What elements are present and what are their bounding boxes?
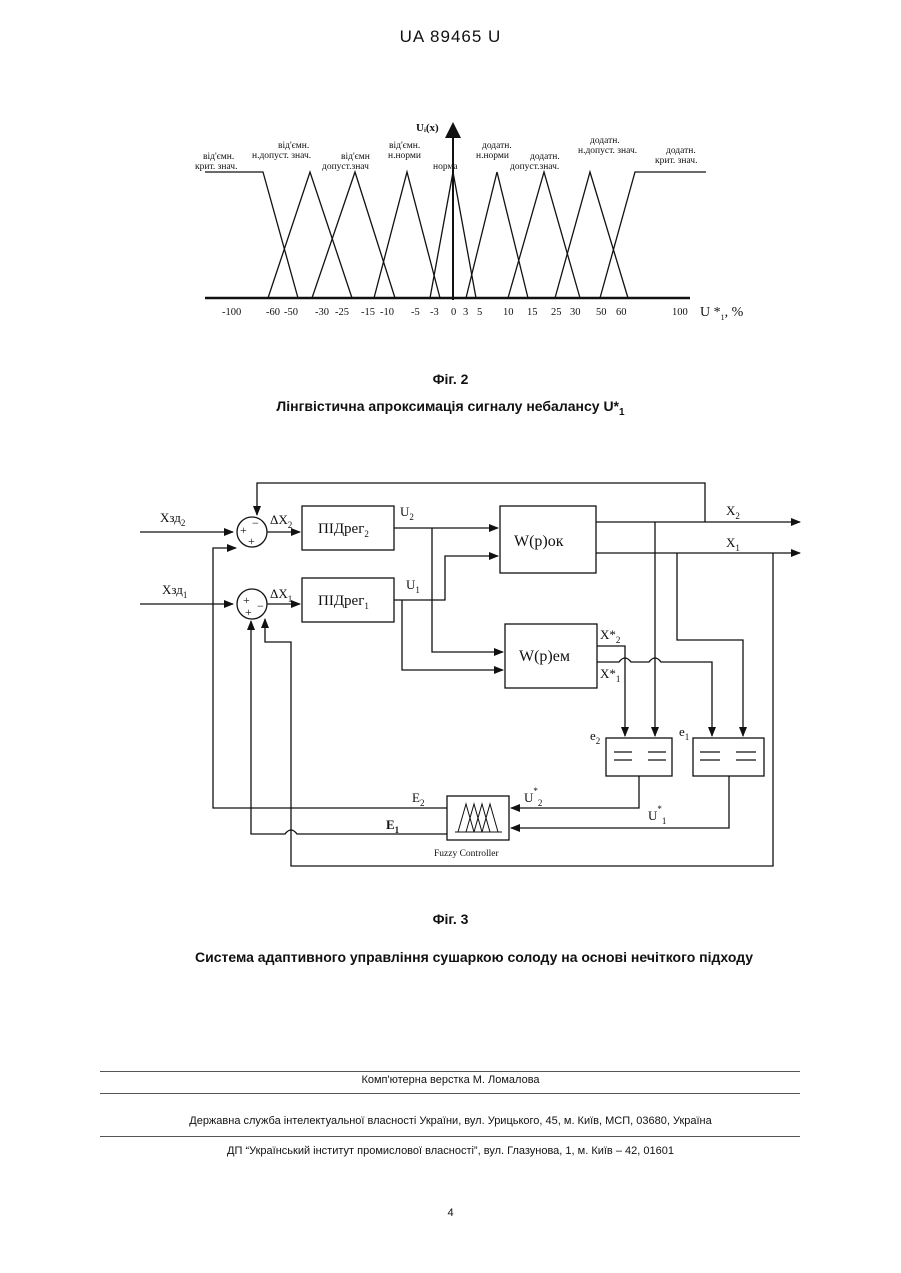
term-label: крит. знач.: [655, 156, 697, 166]
fig2-label: Фіг. 2: [0, 371, 901, 387]
input2-label: Xзд2: [160, 510, 185, 528]
footer-office: Державна служба інтелектуальної власност…: [0, 1115, 901, 1127]
fig3-caption: Система адаптивного управління сушаркою …: [195, 949, 795, 965]
fuzzy-membership-icon: [455, 804, 502, 832]
fig2-y-axis-label: Uᵢ(x): [416, 122, 439, 134]
u1-label: U1: [406, 577, 420, 595]
sum1-minus: −: [257, 599, 264, 613]
e2-label: e2: [590, 728, 600, 746]
term-label: від'ємн: [341, 152, 370, 162]
footer-institute: ДП “Український інститут промислової вла…: [0, 1145, 901, 1157]
term-label: додатн.: [530, 152, 560, 162]
footer-rule: [100, 1136, 800, 1137]
pid1-label: ПІДрег1: [318, 593, 369, 611]
term-label: додатн.: [590, 136, 620, 146]
tick-label: -3: [430, 307, 439, 318]
tick-label: -50: [284, 307, 298, 318]
mf-neg-admissible: [312, 172, 395, 298]
term-label: допуст.знач.: [510, 162, 559, 172]
fuzzy-controller-label: Fuzzy Controller: [434, 849, 499, 859]
tick-label: -15: [361, 307, 375, 318]
term-label: н.норми: [476, 151, 509, 161]
tick-label: 15: [527, 307, 538, 318]
term-label: допуст.знач: [322, 162, 369, 172]
mf-pos-above-norm: [466, 172, 528, 298]
x2-label: X2: [726, 503, 740, 521]
term-label: н.допуст. знач.: [578, 146, 637, 156]
sum2-plus-bottom: +: [248, 534, 255, 548]
tick-label: 10: [503, 307, 514, 318]
term-label: від'ємн.: [278, 141, 309, 151]
tick-label: -30: [315, 307, 329, 318]
term-label: н.допуст. знач.: [252, 151, 311, 161]
term-label: н.норми: [388, 151, 421, 161]
term-label: додатн.: [666, 146, 696, 156]
tick-label: 0: [451, 307, 456, 318]
plant-label: W(p)ок: [514, 533, 564, 550]
fig3-block-diagram: Xзд2 Xзд1 ΔX2 ΔX1 ПІДрег2 ПІДрег1 U2 U1 …: [110, 470, 810, 870]
tick-label: 3: [463, 307, 468, 318]
fig2-membership-chart: Uᵢ(x) від'ємн. крит. знач. від'ємн. н.до…: [150, 110, 790, 330]
tick-label: 60: [616, 307, 627, 318]
E1-label: E1: [386, 817, 400, 835]
xs2-label: X*2: [600, 627, 620, 645]
sum2-minus: −: [252, 516, 259, 530]
term-label: від'ємн.: [389, 141, 420, 151]
fig3-label: Фіг. 3: [0, 911, 901, 927]
tick-label: 30: [570, 307, 581, 318]
dx2-label: ΔX2: [270, 512, 292, 530]
tick-label: 5: [477, 307, 482, 318]
pid2-label: ПІДрег2: [318, 521, 369, 539]
sum1-plus-bottom: +: [245, 605, 252, 619]
sum2-plus-left: +: [240, 523, 247, 537]
tick-label: -10: [380, 307, 394, 318]
e1-block: [693, 738, 764, 776]
fig2-term-labels: від'ємн. крит. знач. від'ємн. н.допуст. …: [195, 136, 697, 172]
us2-label: U*2: [524, 786, 542, 808]
fig2-caption: Лінгвістична апроксимація сигналу небала…: [0, 398, 901, 418]
tick-label: 25: [551, 307, 562, 318]
dx1-label: ΔX1: [270, 586, 292, 604]
mf-pos-critical: [600, 172, 706, 298]
mf-pos-admissible: [508, 172, 580, 298]
mf-neg-below-norm: [374, 172, 440, 298]
tick-label: -25: [335, 307, 349, 318]
fig2-membership-functions: [205, 172, 706, 298]
e1-label: e1: [679, 724, 689, 742]
term-label: норма: [433, 162, 458, 172]
tick-label: -100: [222, 307, 241, 318]
u2-label: U2: [400, 504, 414, 522]
mf-neg-critical: [205, 172, 298, 298]
model-label: W(p)ем: [519, 648, 570, 665]
input1-label: Xзд1: [162, 582, 187, 600]
tick-label: -60: [266, 307, 280, 318]
tick-label: 50: [596, 307, 607, 318]
tick-label: -5: [411, 307, 420, 318]
tick-label: 100: [672, 307, 688, 318]
us1-label: U*1: [648, 804, 666, 826]
footer-layout-credit: Комп'ютерна верстка М. Ломалова: [0, 1074, 901, 1086]
page-number: 4: [0, 1207, 901, 1219]
footer-rule: [100, 1093, 800, 1094]
term-label: крит. знач.: [195, 162, 237, 172]
footer-rule: [100, 1071, 800, 1072]
fig2-tick-labels: -100 -60 -50 -30 -25 -15 -10 -5 -3 0 3 5…: [222, 307, 688, 318]
term-label: додатн.: [482, 141, 512, 151]
patent-number-header: UA 89465 U: [0, 27, 901, 47]
e2-block: [606, 738, 672, 776]
x1-label: X1: [726, 535, 740, 553]
E2-label: E2: [412, 790, 424, 808]
term-label: від'ємн.: [203, 152, 234, 162]
fig2-x-axis-label: U *1, %: [700, 305, 744, 322]
xs1-label: X*1: [600, 666, 620, 684]
